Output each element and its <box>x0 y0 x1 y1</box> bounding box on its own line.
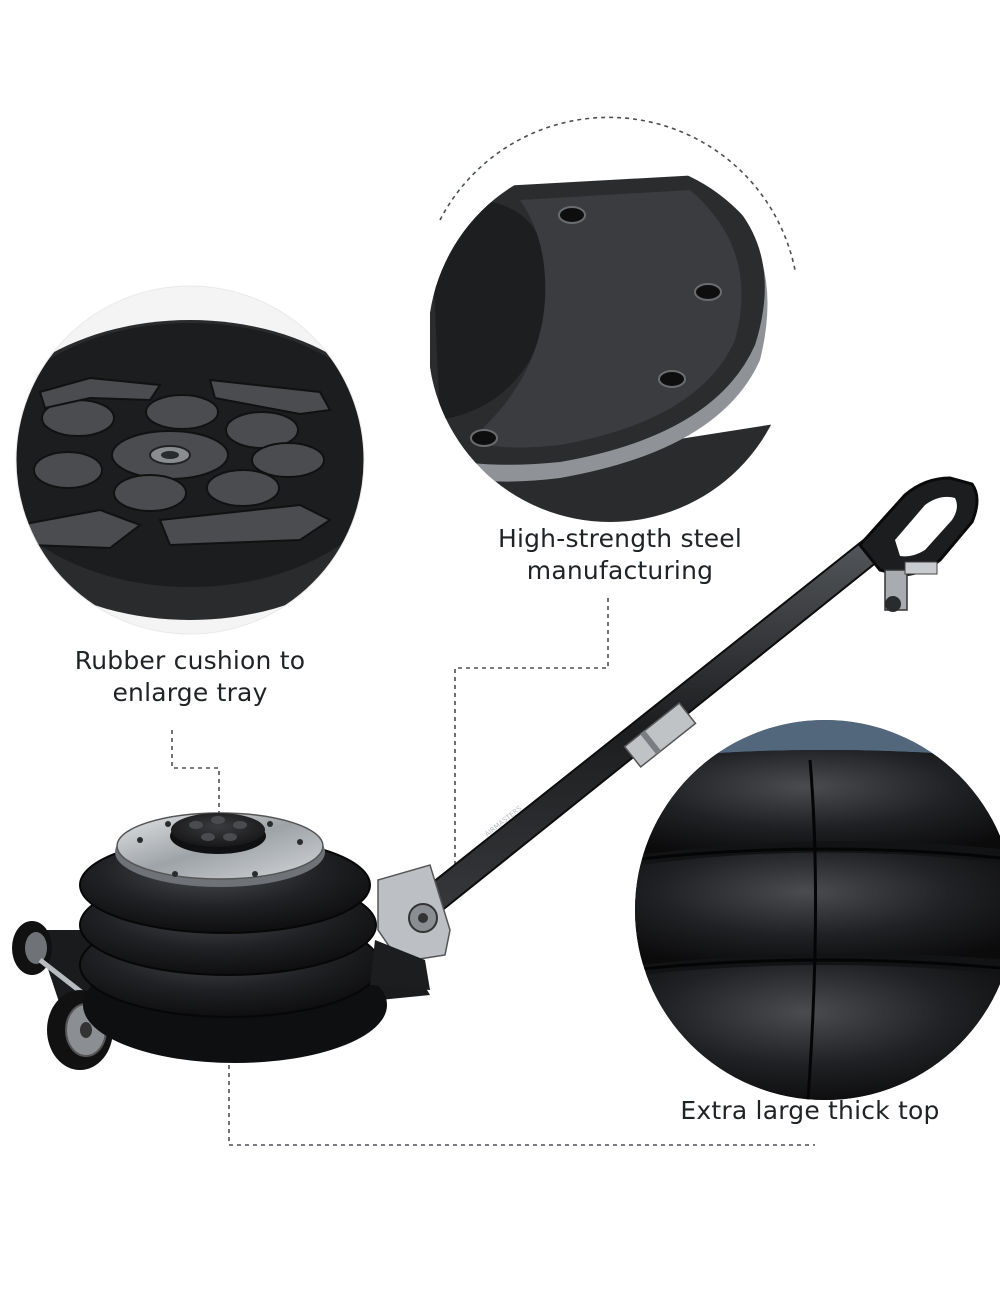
leader-steel <box>454 598 609 873</box>
jack-wheels <box>12 921 113 1070</box>
steel-plate-closeup <box>428 158 792 522</box>
caption-extra-large-thick-top: Extra large thick top <box>660 1095 960 1127</box>
rubber-pad-closeup <box>16 286 364 634</box>
caption-top-line-1: Extra large thick top <box>680 1096 940 1125</box>
bellows-closeup <box>635 720 1000 1100</box>
caption-steel-line-2: manufacturing <box>526 556 714 585</box>
caption-high-strength-steel: High-strength steel manufacturing <box>470 523 770 587</box>
caption-rubber-cushion: Rubber cushion to enlarge tray <box>40 645 340 709</box>
jack-rubber-pad <box>170 813 266 854</box>
caption-rubber-line-2: enlarge tray <box>112 678 268 707</box>
caption-steel-line-1: High-strength steel <box>497 524 743 553</box>
leader-thicktop <box>228 985 815 1146</box>
caption-rubber-line-1: Rubber cushion to <box>74 646 306 675</box>
leader-top-circle-arc <box>439 116 796 271</box>
leader-lines <box>19 116 815 1146</box>
leader-rubber <box>171 730 220 815</box>
air-jack <box>12 476 979 1070</box>
jack-hinge-bracket <box>370 864 451 990</box>
